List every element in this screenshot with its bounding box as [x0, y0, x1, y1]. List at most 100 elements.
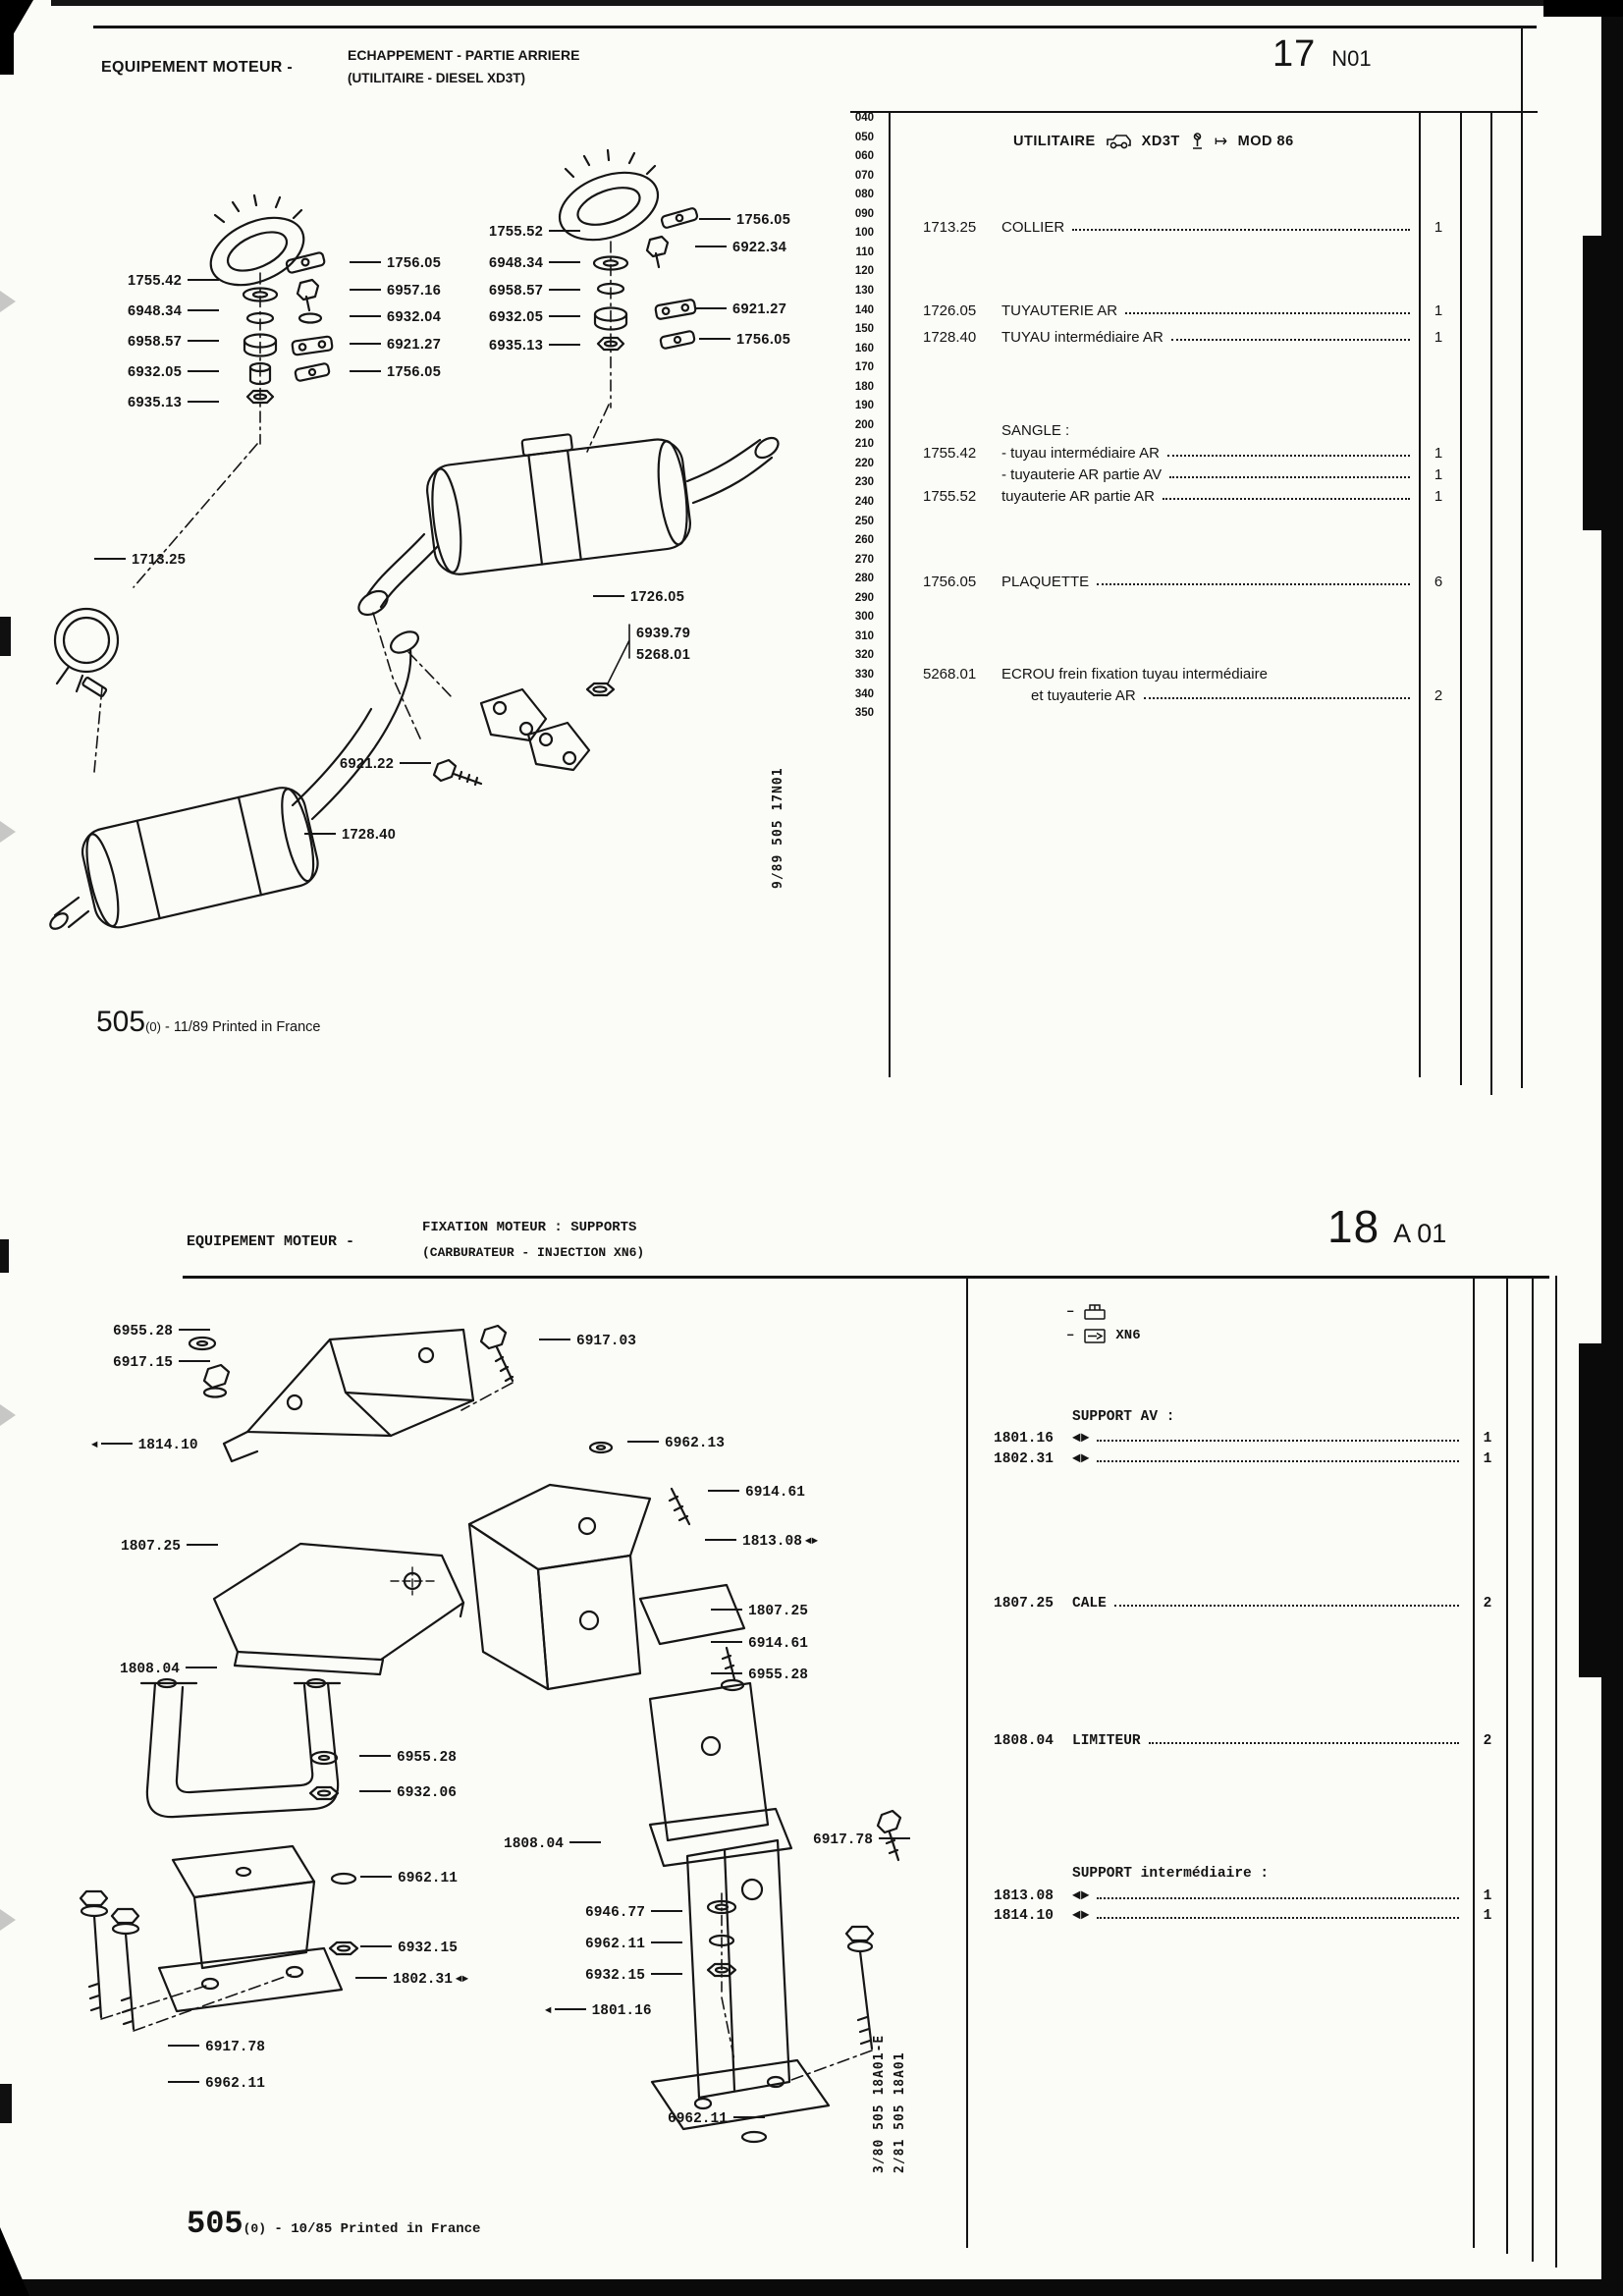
index-number: 100 — [854, 227, 874, 240]
index-number: 140 — [854, 303, 874, 316]
index-number: 250 — [854, 515, 874, 527]
van-icon — [1106, 134, 1131, 148]
part-ref: 1814.10 — [994, 1908, 1054, 1924]
scan-artifact — [1579, 1343, 1602, 1677]
part-number: 6948.34 — [128, 303, 219, 319]
part-number: 6932.05 — [128, 364, 219, 380]
plate-code-vertical-2: 2/81 505 18A01 — [893, 2051, 907, 2173]
part-ref: 1801.16 — [994, 1431, 1054, 1447]
part-callout-6962-11: 6962.11 — [360, 1871, 458, 1886]
index-number: 280 — [854, 573, 874, 585]
part-number: 1726.05 — [593, 589, 684, 605]
catalog-number: 505 — [187, 2206, 243, 2242]
index-number: 220 — [854, 457, 874, 469]
scan-artifact — [0, 24, 14, 75]
part-number: 6917.78 — [168, 2040, 265, 2055]
variant-row-carburetor: – — [1066, 1300, 1141, 1324]
part-callout-6917-78: 6917.78 — [813, 1832, 910, 1848]
part-desc: PLAQUETTE — [1001, 574, 1090, 590]
margin-rule-1 — [1490, 111, 1492, 1095]
group-title: SUPPORT intermédiaire : — [1072, 1866, 1270, 1882]
index-number: 040 — [854, 112, 874, 124]
page-18-a01: EQUIPEMENT MOTEUR - FIXATION MOTEUR : SU… — [0, 1139, 1623, 2296]
part-qty: 1 — [1434, 219, 1443, 236]
scan-corner-bl — [0, 2227, 29, 2296]
part-number: 6962.11 — [168, 2076, 265, 2092]
page-subject-line2: (CARBURATEUR - INJECTION XN6) — [422, 1245, 645, 1260]
engine-code: XD3T — [1141, 134, 1180, 149]
part-callout-1813-08: 1813.08◄► — [705, 1534, 821, 1550]
part-desc: - tuyau intermédiaire AR — [1001, 445, 1160, 462]
index-number: 070 — [854, 169, 874, 182]
index-number: 230 — [854, 476, 874, 489]
index-number: 130 — [854, 284, 874, 297]
index-number: 200 — [854, 418, 874, 431]
applicability-line: UTILITAIRE XD3T ↦ MOD 86 — [1013, 132, 1294, 151]
scan-edge-top — [51, 0, 1549, 6]
part-callout-6932-04: 6932.04 — [350, 309, 441, 325]
part-callout-6939-79: 6939.79 — [636, 626, 690, 641]
part-callout-6948-34: 6948.34 — [489, 255, 580, 271]
scan-artifact — [0, 291, 16, 312]
part-number: 6958.57 — [128, 334, 219, 350]
index-number: 090 — [854, 207, 874, 220]
part-number: 6921.27 — [350, 337, 441, 353]
part-number: 1807.25 — [711, 1604, 808, 1619]
part-callout-1808-04: 1808.04 — [120, 1662, 217, 1677]
part-callout-6932-05: 6932.05 — [128, 364, 219, 380]
part-ref: 1807.25 — [994, 1596, 1054, 1612]
direction-arrow-icon: ◄► — [804, 1536, 819, 1548]
index-number: 150 — [854, 323, 874, 336]
part-callout-6962-11: 6962.11 — [168, 2076, 265, 2092]
margin-rule-2 — [1521, 26, 1524, 1088]
part-callout-6932-05: 6932.05 — [489, 309, 580, 325]
part-desc: et tuyauterie AR — [1031, 687, 1136, 704]
part-desc: LIMITEUR — [1072, 1733, 1141, 1749]
page-number-big: 17 — [1272, 33, 1317, 75]
part-callout-1801-16: ◄1801.16 — [542, 2003, 652, 2019]
qty-rule-1 — [1419, 111, 1421, 1077]
part-qty: 1 — [1434, 466, 1443, 483]
part-callout-6914-61: 6914.61 — [711, 1636, 808, 1652]
parts-group-header: SANGLE : — [923, 422, 1459, 439]
page-number-big: 18 — [1327, 1201, 1380, 1252]
parts-row: 1814.10◄►1 — [994, 1908, 1508, 1924]
part-callout-6917-03: 6917.03 — [539, 1334, 636, 1349]
part-ref: 1808.04 — [994, 1733, 1054, 1749]
scan-edge-right — [1601, 0, 1623, 2296]
part-callout-6917-15: 6917.15 — [113, 1355, 210, 1371]
part-number: 1814.10 — [101, 1438, 198, 1453]
direction-arrow-icon: ◄ — [91, 1440, 98, 1451]
part-number: 1802.31 — [355, 1972, 453, 1988]
panel-left-rule — [889, 111, 892, 1077]
scan-artifact — [0, 2084, 12, 2123]
part-ref: 1755.52 — [923, 488, 977, 505]
part-number: 1755.42 — [128, 273, 219, 289]
part-callout-5268-01: 5268.01 — [636, 647, 690, 663]
part-callout-1756-05: 1756.05 — [699, 212, 790, 228]
part-desc: ECROU frein fixation tuyau intermédiaire — [1001, 666, 1268, 683]
part-number: 6955.28 — [359, 1750, 457, 1766]
part-callout-6957-16: 6957.16 — [350, 283, 441, 299]
part-callout-6958-57: 6958.57 — [128, 334, 219, 350]
part-callout-1756-05: 1756.05 — [350, 364, 441, 380]
part-callout-6962-13: 6962.13 — [627, 1436, 725, 1451]
part-number: 6948.34 — [489, 255, 580, 271]
page-17-n01: EQUIPEMENT MOTEUR - ECHAPPEMENT - PARTIE… — [0, 0, 1623, 1139]
part-number: 6957.16 — [350, 283, 441, 299]
index-number: 210 — [854, 438, 874, 451]
page-footer: 505(0) - 10/85 Printed in France — [187, 2206, 480, 2242]
part-number: 6935.13 — [489, 338, 580, 354]
part-desc: CALE — [1072, 1596, 1107, 1612]
part-qty: 1 — [1434, 445, 1443, 462]
part-callout-1713-25: 1713.25 — [94, 552, 186, 568]
index-number: 060 — [854, 150, 874, 163]
dotted-leader — [1097, 583, 1410, 585]
margin-rule-2 — [1555, 1276, 1558, 2268]
part-ref: 1802.31 — [994, 1451, 1054, 1467]
